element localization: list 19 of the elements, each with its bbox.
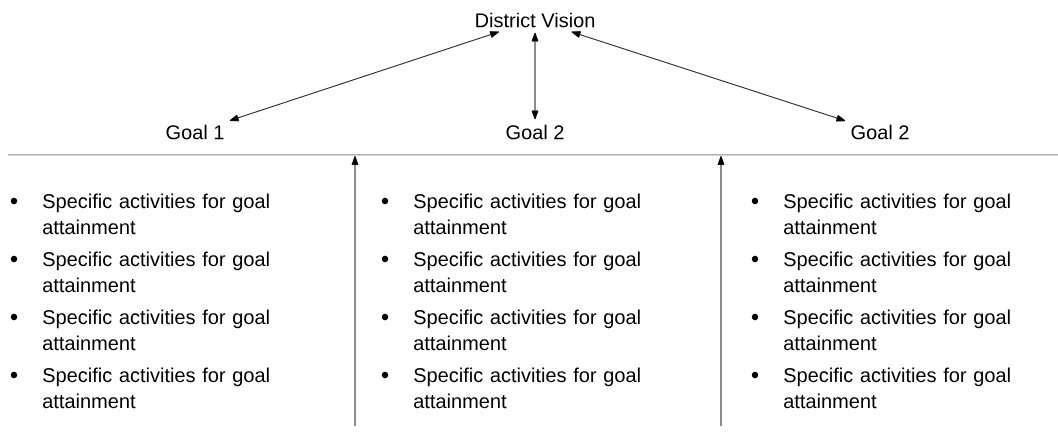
activity-item: Specific activities for goal attainment xyxy=(43,309,269,351)
activity-item: Specific activities for goal attainment xyxy=(784,251,1010,293)
goal-label: Goal 1 xyxy=(166,124,224,140)
goal-label: Goal 2 xyxy=(506,124,564,140)
activity-item: Specific activities for goal attainment xyxy=(43,251,269,293)
arrow xyxy=(571,31,846,122)
activity-item: Specific activities for goal attainment xyxy=(784,193,1010,235)
goal-label: District Vision xyxy=(476,12,595,28)
activity-item: Specific activities for goal attainment xyxy=(414,251,640,293)
activity-item: Specific activities for goal attainment xyxy=(414,309,640,351)
goal-label: Goal 2 xyxy=(851,124,909,140)
activity-item: Specific activities for goal attainment xyxy=(784,367,1010,409)
activity-item: Specific activities for goal attainment xyxy=(414,367,640,409)
activity-item: Specific activities for goal attainment xyxy=(414,193,640,235)
activity-item: Specific activities for goal attainment xyxy=(43,193,269,235)
activity-item: Specific activities for goal attainment xyxy=(43,367,269,409)
arrow xyxy=(531,32,539,120)
arrow xyxy=(229,31,500,122)
activity-item: Specific activities for goal attainment xyxy=(784,309,1010,351)
